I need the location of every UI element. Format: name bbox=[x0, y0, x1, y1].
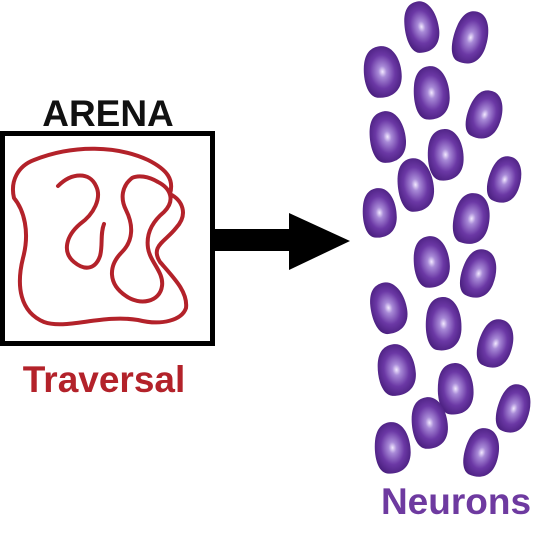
neurons-label: Neurons bbox=[381, 481, 531, 522]
neuron-cell bbox=[463, 428, 499, 477]
neuron-cell bbox=[411, 397, 448, 449]
arena-box bbox=[0, 131, 215, 346]
traversal-label: Traversal bbox=[23, 359, 186, 400]
neuron-cell bbox=[452, 193, 490, 244]
neuron-cell bbox=[413, 66, 450, 120]
neuron-cell bbox=[413, 236, 450, 288]
neuron-cell bbox=[374, 422, 411, 474]
neuron-cell bbox=[362, 188, 397, 238]
neuron-cell bbox=[427, 129, 464, 181]
neuron-cell bbox=[476, 319, 514, 368]
neuron-cell bbox=[425, 297, 462, 351]
arena-label: ARENA bbox=[42, 93, 174, 134]
neurons-cluster bbox=[362, 1, 531, 477]
arrow-shaft bbox=[213, 229, 293, 251]
neuron-cell bbox=[437, 363, 474, 415]
neuron-cell bbox=[369, 111, 406, 163]
neuron-cell bbox=[465, 90, 503, 139]
arrow-head bbox=[289, 213, 350, 270]
neuron-cell bbox=[397, 158, 435, 212]
neuron-cell bbox=[495, 384, 531, 433]
neuron-cell bbox=[487, 156, 522, 203]
traversal-path bbox=[11, 146, 189, 327]
neuron-cell bbox=[459, 249, 497, 298]
neuron-cell bbox=[404, 1, 440, 53]
neuron-cell bbox=[377, 344, 416, 396]
neuron-cell bbox=[451, 11, 489, 64]
neuron-cell bbox=[370, 282, 408, 335]
neuron-cell bbox=[363, 46, 402, 98]
